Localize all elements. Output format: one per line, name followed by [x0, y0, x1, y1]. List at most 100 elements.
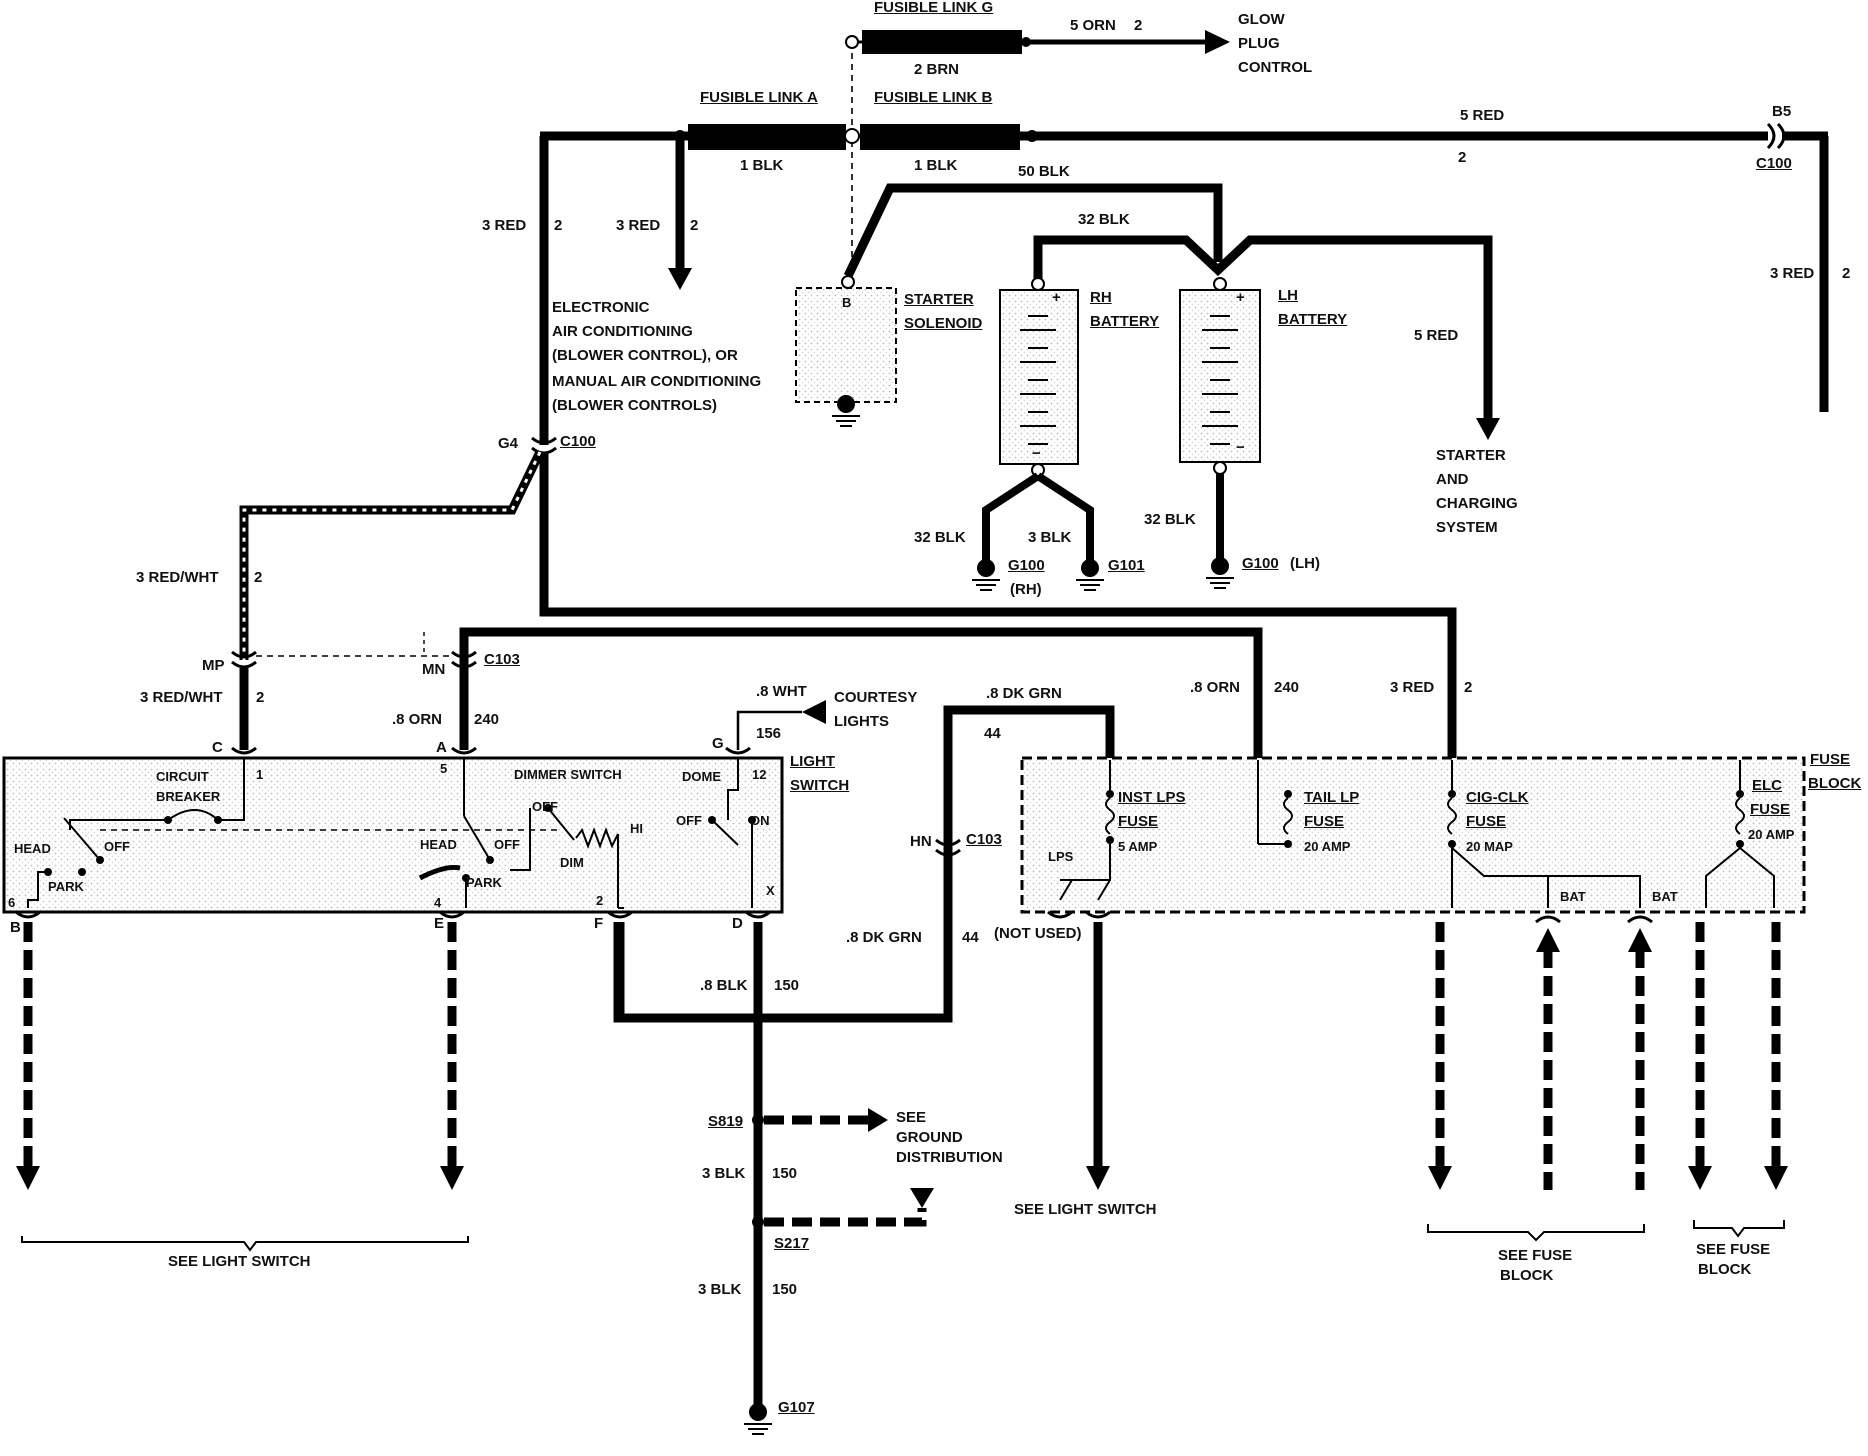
dome-label: DOME [682, 769, 721, 784]
fuse-out-arrow-1-icon [1428, 1166, 1452, 1190]
left-feed-circuit: 2 [554, 217, 563, 234]
rh-battery-minus: − [1032, 445, 1041, 462]
pin-mp: MP [202, 657, 225, 674]
circuit-breaker-line-2: BREAKER [156, 789, 221, 804]
g100-rh-suffix: (RH) [1010, 581, 1042, 598]
starter-ground-icon [832, 395, 860, 427]
ac-feed-circuit: 2 [690, 217, 699, 234]
splice-g-node [845, 35, 859, 49]
wire-32-blk-link [1033, 235, 1493, 420]
glow-plug-line-1: GLOW [1238, 11, 1285, 28]
pin-e: E [434, 915, 445, 932]
courtesy-arrow-icon [802, 700, 826, 724]
pin-b5: B5 [1772, 103, 1792, 120]
rh-battery [999, 277, 1079, 477]
pin-num-12: 12 [752, 767, 767, 782]
dome-off-label: OFF [676, 813, 702, 828]
dim-off-label: OFF [532, 799, 558, 814]
see-light-switch-1: SEE LIGHT SWITCH [168, 1253, 311, 1270]
orn-1-wire: .8 ORN [392, 711, 443, 728]
ground-wire-1: .8 BLK [700, 977, 748, 994]
see-light-switch-arrow-2-icon [440, 1166, 464, 1190]
ground-g100-rh-icon [972, 559, 1000, 591]
starter-name-1: STARTER [904, 291, 974, 308]
pin-num-x: X [766, 883, 775, 898]
lh-battery [1179, 277, 1261, 475]
ground-g100-lh-icon [1206, 557, 1234, 589]
off-mid-label: OFF [494, 837, 520, 852]
wire-50-blk [843, 183, 1223, 278]
fusible-link-a-wire: 1 BLK [740, 157, 784, 174]
dk-grn-1-wire: .8 DK GRN [986, 685, 1062, 702]
red-wht-1-circuit: 2 [254, 569, 263, 586]
off-left-label: OFF [104, 839, 130, 854]
dk-grn-2-circuit: 44 [962, 929, 979, 946]
inst-lps-line-2: FUSE [1118, 813, 1159, 830]
red-wht-1-wire: 3 RED/WHT [136, 569, 219, 586]
pin-a: A [436, 739, 447, 756]
glow-plug-wire: 5 ORN [1070, 17, 1116, 34]
see-ground-line-3: DISTRIBUTION [896, 1149, 1003, 1166]
headlamp-switch-left [27, 817, 104, 908]
starter-wire: 50 BLK [1018, 163, 1070, 180]
pin-c: C [212, 739, 223, 756]
ac-feed-wire: 3 RED [616, 217, 661, 234]
light-switch-title-2: SWITCH [790, 777, 850, 794]
wire-3-blk-g101 [1035, 472, 1094, 560]
connector-c103-label-mid: C103 [966, 831, 1002, 848]
left-feed-wire: 3 RED [482, 217, 527, 234]
light-switch-title-1: LIGHT [790, 753, 835, 770]
glow-plug-line-3: CONTROL [1238, 59, 1313, 76]
splice-s217-label: S217 [774, 1235, 810, 1252]
pin-g: G [712, 735, 724, 752]
wire-8-orn-240 [459, 627, 1263, 760]
park-left-label: PARK [48, 879, 84, 894]
connector-c103-hn [935, 838, 961, 857]
see-ground-line-1: SEE [896, 1109, 927, 1126]
starter-name-2: SOLENOID [904, 315, 983, 332]
top-right-down-circuit: 2 [1842, 265, 1851, 282]
starter-charging-line-2: AND [1436, 471, 1469, 488]
brace-right-2 [1693, 1220, 1785, 1238]
connector-c100-label-top: C100 [1756, 155, 1792, 172]
g107-label: G107 [778, 1399, 815, 1416]
courtesy-wire: .8 WHT [756, 683, 807, 700]
starter-charging-line-1: STARTER [1436, 447, 1506, 464]
light-switch-bottom-pins [15, 910, 771, 919]
orn-2-circuit: 240 [1274, 679, 1300, 696]
rh-ground-wire-1: 32 BLK [914, 529, 966, 546]
wire-s217-branch [764, 1208, 927, 1227]
pin-num-2: 2 [596, 893, 604, 908]
cig-clk-line-1: CIG-CLK [1466, 789, 1529, 806]
ac-line-4: MANUAL AIR CONDITIONING [552, 373, 762, 390]
glow-plug-circuit: 2 [1134, 17, 1143, 34]
courtesy-line-2: LIGHTS [834, 713, 889, 730]
ground-wire-3: 3 BLK [698, 1281, 742, 1298]
lh-battery-minus: − [1236, 439, 1245, 456]
pin-num-6: 6 [8, 895, 16, 910]
rh-battery-line-2: BATTERY [1090, 313, 1160, 330]
cig-clk-amp: 20 MAP [1466, 839, 1513, 854]
lh-battery-line-1: LH [1278, 287, 1298, 304]
fuse-block-bottom-pins [1047, 910, 1653, 924]
lh-battery-line-2: BATTERY [1278, 311, 1348, 328]
dome-on-label: ON [750, 813, 770, 828]
g100-rh-label: G100 [1008, 557, 1045, 574]
starter-terminal-node [841, 275, 855, 289]
glow-plug-arrow-icon [1205, 30, 1230, 54]
connector-c100-label: C100 [560, 433, 596, 450]
cig-clk-fuse [1447, 760, 1641, 908]
tail-lp-amp: 20 AMP [1304, 839, 1351, 854]
main-feed-bus [540, 124, 1768, 150]
glow-plug-line-2: PLUG [1238, 35, 1280, 52]
see-fuse-block-2-line-2: BLOCK [1698, 1261, 1752, 1278]
top-right-wire: 5 RED [1460, 107, 1505, 124]
wire-3-red-wht-stripe [242, 451, 542, 660]
light-switch-box [2, 756, 784, 914]
inst-lps-amp: 5 AMP [1118, 839, 1158, 854]
fuse-in-arrow-2-icon [1628, 928, 1652, 952]
red-wht-2-circuit: 2 [256, 689, 265, 706]
fuse-block-title-2: BLOCK [1808, 775, 1862, 792]
starter-charging-arrow-icon [1476, 418, 1500, 440]
